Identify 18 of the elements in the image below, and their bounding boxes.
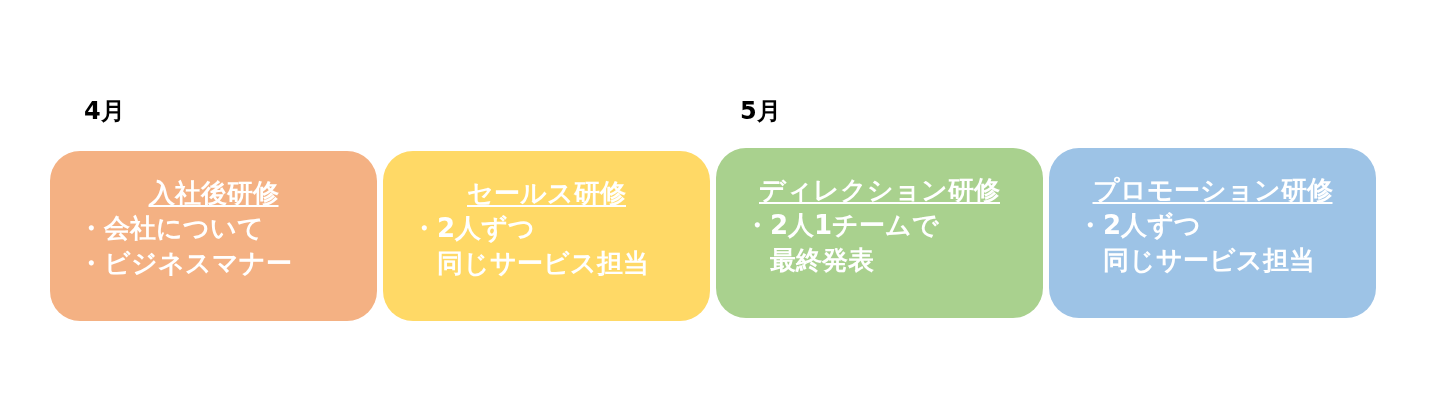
- card-title: プロモーション研修: [1092, 174, 1333, 207]
- bullet-text: ・2人ずつ: [1077, 209, 1202, 242]
- card-title: 入社後研修: [148, 177, 279, 210]
- training-card: [50, 151, 377, 321]
- bullet-text: ・ビジネスマナー: [78, 247, 292, 280]
- continuation-text: 最終発表: [770, 244, 874, 277]
- bullet-text: ・2人ずつ: [411, 212, 536, 245]
- continuation-text: 同じサービス担当: [437, 247, 649, 280]
- bullet-text: ・2人1チームで: [744, 209, 940, 242]
- training-card: [716, 148, 1043, 318]
- bullet-text: ・会社について: [78, 212, 264, 245]
- training-card: [1049, 148, 1376, 318]
- card-title: ディレクション研修: [759, 174, 1000, 207]
- training-card: [383, 151, 710, 321]
- card-title: セールス研修: [467, 177, 626, 210]
- continuation-text: 同じサービス担当: [1103, 244, 1315, 277]
- month-label: 5月: [740, 96, 781, 126]
- month-label: 4月: [84, 96, 125, 126]
